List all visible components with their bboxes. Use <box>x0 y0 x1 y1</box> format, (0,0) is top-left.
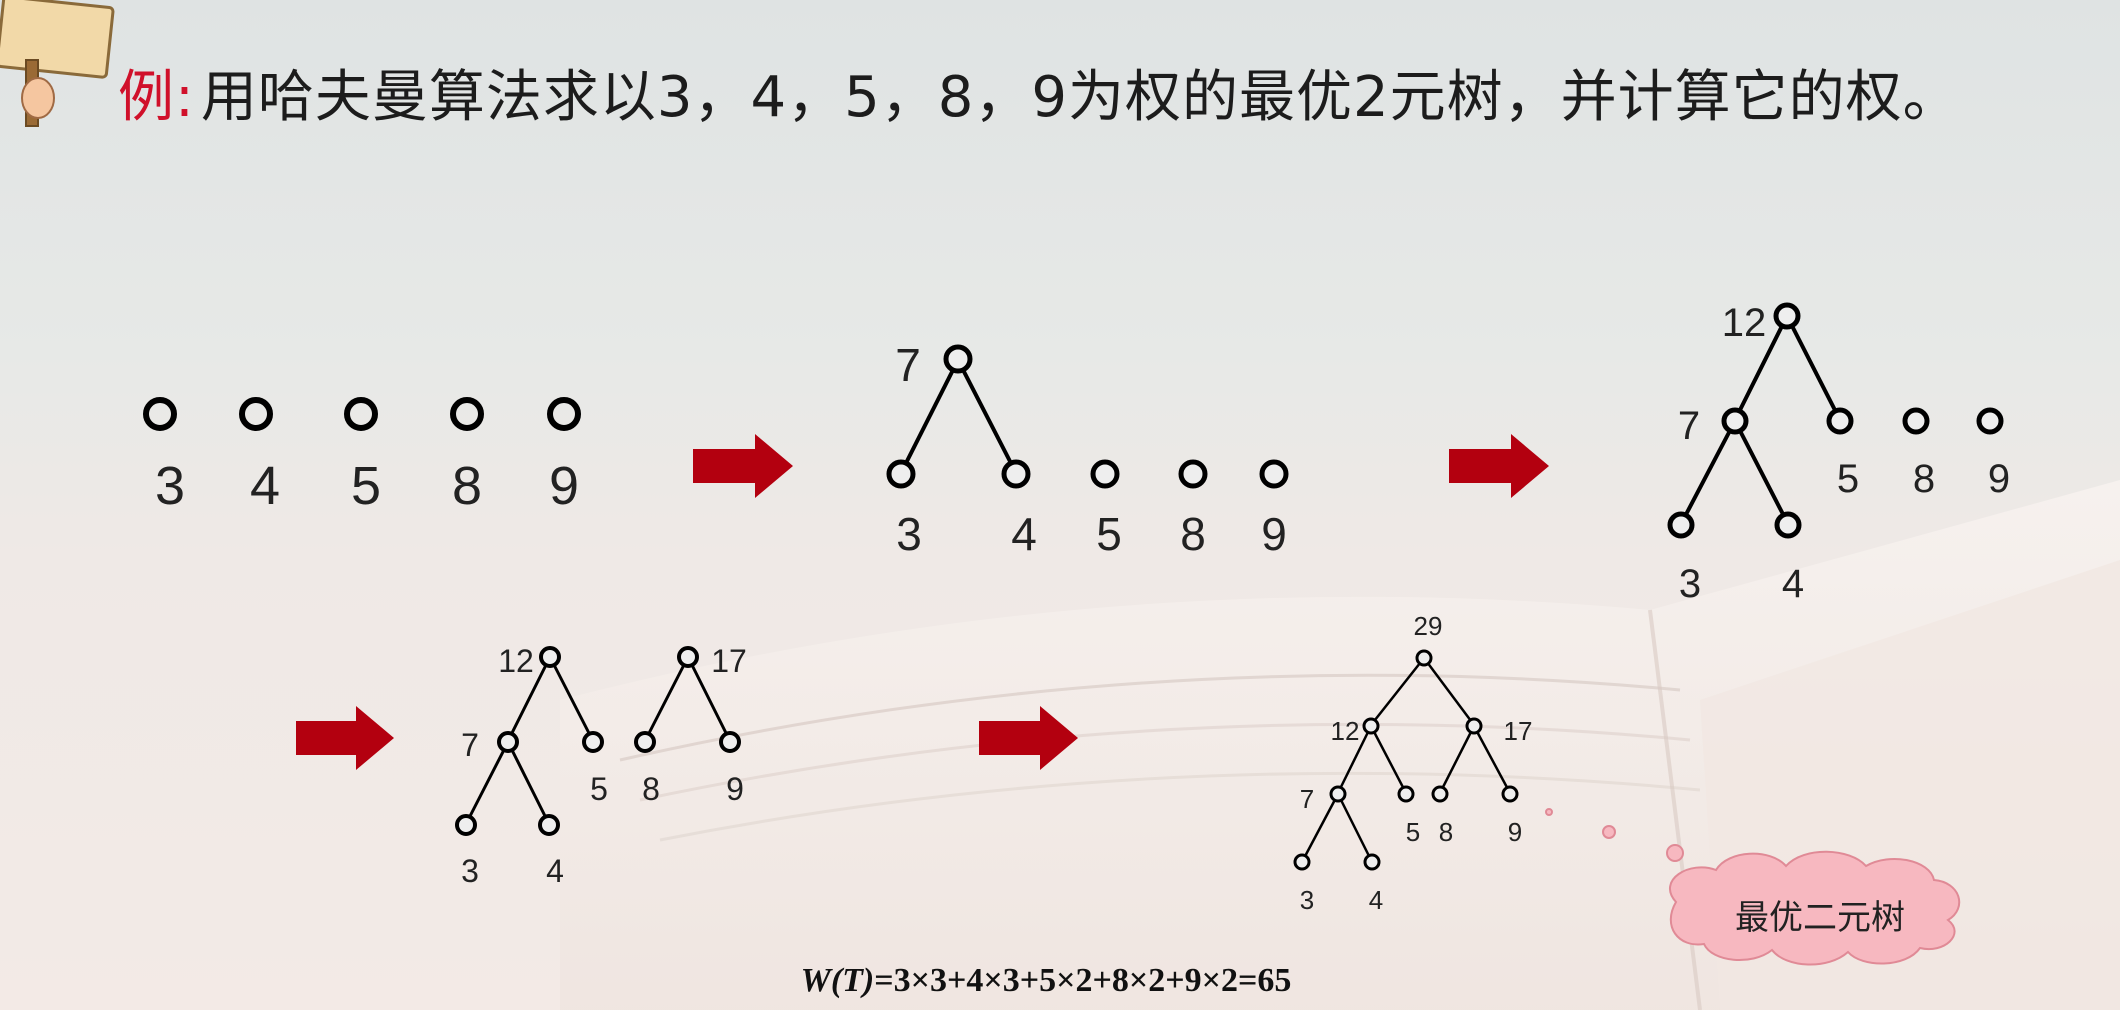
step5-label-12: 12 <box>1331 716 1360 746</box>
step1-node-5 <box>344 397 378 431</box>
step1-node-3 <box>143 397 177 431</box>
step4-node-7 <box>497 731 519 753</box>
step1-group: 3 4 5 8 9 <box>143 397 581 516</box>
arrow-right-icon <box>979 706 1078 770</box>
step5-label-4: 4 <box>1369 885 1383 915</box>
step3-label-4: 4 <box>1782 562 1804 606</box>
optimal-tree-callout: 最优二元树 <box>1735 898 1905 938</box>
formula-lhs: W(T) <box>800 962 875 999</box>
step5-node-5 <box>1397 785 1415 803</box>
step4-label-17: 17 <box>711 643 747 679</box>
step3-group <box>1667 302 2004 539</box>
step3-label-12: 12 <box>1722 301 1767 345</box>
pointing-sign-icon <box>0 0 115 127</box>
step3-node-8 <box>1902 407 1930 435</box>
step2-label-9: 9 <box>1261 508 1287 560</box>
step5-node-4 <box>1363 853 1381 871</box>
arrow-right-icon <box>693 434 793 498</box>
step3-node-7 <box>1721 407 1749 435</box>
step5-label-9: 9 <box>1508 817 1522 847</box>
step4-node-4 <box>538 814 560 836</box>
weight-formula: W(T)=3×3+4×3+5×2+8×2+9×2=65 <box>0 962 2120 1000</box>
arrow-right-icon <box>296 706 394 770</box>
step3-label-8: 8 <box>1913 457 1935 501</box>
step4-label-8: 8 <box>642 771 660 807</box>
step3-node-4 <box>1774 511 1802 539</box>
step5-node-7 <box>1329 785 1347 803</box>
callout-cloud <box>1545 808 1961 966</box>
step3-label-3: 3 <box>1679 562 1701 606</box>
step5-label-3: 3 <box>1300 885 1314 915</box>
step1-node-9 <box>547 397 581 431</box>
example-title: 例:用哈夫曼算法求以3，4，5，8，9为权的最优2元树，并计算它的权。 <box>118 52 1960 133</box>
step2-node-3 <box>886 459 916 489</box>
step1-node-4 <box>239 397 273 431</box>
step4-node-17 <box>677 646 699 668</box>
formula-rhs: =3×3+4×3+5×2+8×2+9×2=65 <box>874 962 1292 999</box>
step5-node-17 <box>1465 717 1483 735</box>
step5-label-29: 29 <box>1414 611 1443 641</box>
step3-node-5 <box>1826 407 1854 435</box>
step2-node-9 <box>1259 459 1289 489</box>
step4-label-3: 3 <box>461 853 479 889</box>
step4-node-12 <box>539 646 561 668</box>
step2-label-4: 4 <box>1011 508 1037 560</box>
step4-node-3 <box>455 814 477 836</box>
step5-label-7: 7 <box>1300 784 1314 814</box>
step1-label-3: 3 <box>155 456 185 516</box>
step5-node-29 <box>1415 649 1433 667</box>
step4-node-8 <box>634 731 656 753</box>
step5-node-9 <box>1501 785 1519 803</box>
step4-label-4: 4 <box>546 853 564 889</box>
step5-node-12 <box>1362 717 1380 735</box>
step5-node-3 <box>1293 853 1311 871</box>
step4-label-9: 9 <box>726 771 744 807</box>
step3-node-12 <box>1773 302 1801 330</box>
step3-label-7: 7 <box>1678 404 1700 448</box>
arrow-right-icon <box>1449 434 1549 498</box>
step2-group <box>886 344 1289 489</box>
step1-label-9: 9 <box>549 456 579 516</box>
step4-group <box>455 646 741 836</box>
step5-label-8: 8 <box>1439 817 1453 847</box>
step5-group <box>1293 649 1519 871</box>
title-colon: : <box>175 65 195 130</box>
step1-label-4: 4 <box>250 456 280 516</box>
step2-node-7 <box>943 344 973 374</box>
step4-node-9 <box>719 731 741 753</box>
step2-label-7: 7 <box>895 339 921 391</box>
step1-label-5: 5 <box>351 456 381 516</box>
step5-label-5: 5 <box>1406 817 1420 847</box>
step2-label-3: 3 <box>896 508 922 560</box>
step4-label-7: 7 <box>461 727 479 763</box>
step1-label-8: 8 <box>452 456 482 516</box>
step4-node-5 <box>582 731 604 753</box>
step2-node-8 <box>1178 459 1208 489</box>
step3-label-5: 5 <box>1837 457 1859 501</box>
step3-node-3 <box>1667 511 1695 539</box>
title-text: 用哈夫曼算法求以3，4，5，8，9为权的最优2元树，并计算它的权。 <box>200 65 1960 130</box>
step2-label-8: 8 <box>1180 508 1206 560</box>
step1-node-8 <box>450 397 484 431</box>
title-lead: 例 <box>118 65 175 130</box>
step5-node-8 <box>1431 785 1449 803</box>
step4-label-5: 5 <box>590 771 608 807</box>
step5-label-17: 17 <box>1504 716 1533 746</box>
step4-label-12: 12 <box>498 643 534 679</box>
step2-node-5 <box>1090 459 1120 489</box>
step3-node-9 <box>1976 407 2004 435</box>
step3-label-9: 9 <box>1988 457 2010 501</box>
step2-node-4 <box>1001 459 1031 489</box>
step2-label-5: 5 <box>1096 508 1122 560</box>
